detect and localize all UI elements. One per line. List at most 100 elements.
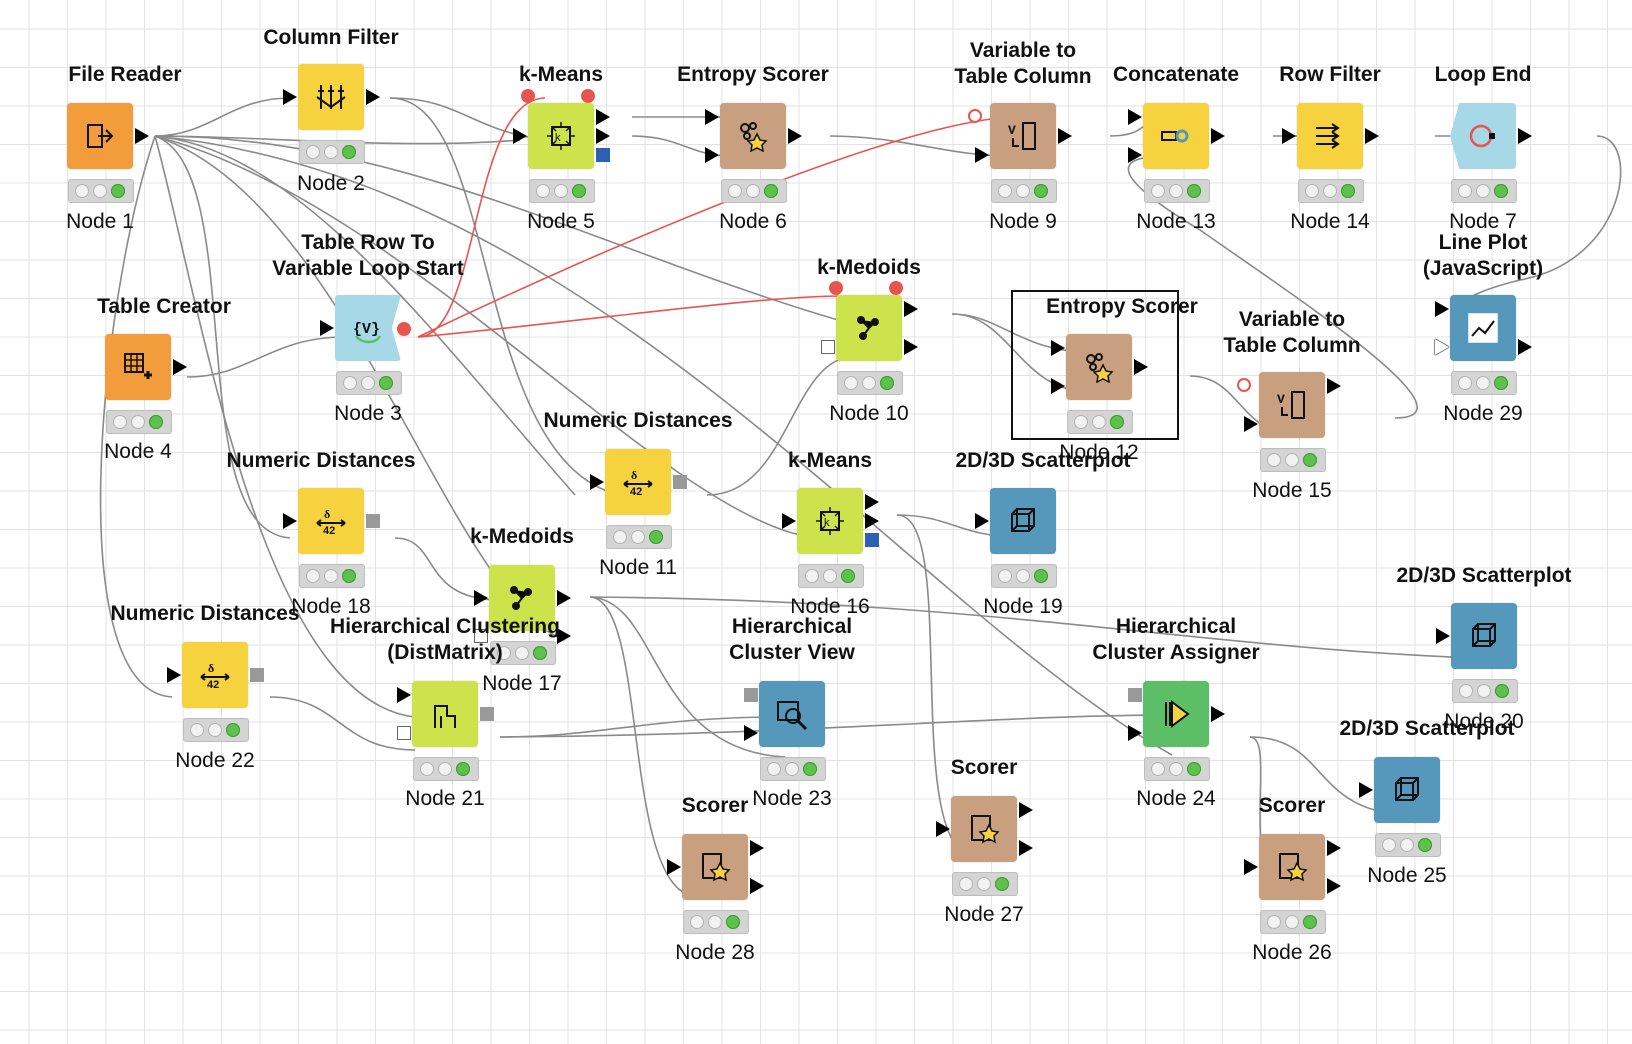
input-port[interactable] [975,513,989,529]
input-port[interactable] [705,109,719,125]
input-port[interactable] [667,859,681,875]
flow-variable-port[interactable] [889,281,903,295]
input-port[interactable] [936,821,950,837]
node-id-label[interactable]: Node 15 [1252,479,1332,502]
node-id-label[interactable]: Node 14 [1290,210,1370,233]
node-title[interactable]: Numeric Distances [226,449,416,472]
node-id-label[interactable]: Node 23 [752,787,832,810]
node-title[interactable]: Column Filter [263,26,399,49]
output-port[interactable] [865,513,879,529]
node-title[interactable]: Scorer [1258,794,1326,817]
node-title[interactable]: k-Means [518,63,604,86]
node-title[interactable]: Concatenate [1112,63,1240,86]
output-port[interactable] [1327,840,1341,856]
node-id-label[interactable]: Node 25 [1367,864,1447,887]
output-port[interactable] [366,514,380,528]
node-title[interactable]: k-Means [787,449,873,472]
input-port[interactable] [283,89,297,105]
node-title[interactable]: Line Plot (JavaScript) [1422,231,1544,280]
output-port[interactable] [1019,802,1033,818]
input-port[interactable] [1244,416,1258,432]
node-title[interactable]: Numeric Distances [543,409,733,432]
output-port[interactable] [135,128,149,144]
node-id-label[interactable]: Node 7 [1449,210,1517,233]
node-id-label[interactable]: Node 19 [983,595,1063,618]
output-port[interactable] [596,109,610,125]
input-port[interactable] [320,320,334,336]
input-port[interactable] [744,725,758,741]
node-n21-body[interactable] [412,681,478,747]
input-port[interactable] [1359,782,1373,798]
node-id-label[interactable]: Node 9 [989,210,1057,233]
input-port[interactable] [513,128,527,144]
output-port[interactable] [865,533,879,547]
input-port[interactable] [744,688,758,702]
node-title[interactable]: 2D/3D Scatterplot [1396,564,1572,587]
node-title[interactable]: k-Medoids [817,256,921,279]
input-port[interactable] [1435,339,1449,355]
node-title[interactable]: 2D/3D Scatterplot [1339,717,1515,740]
node-title[interactable]: Loop End [1434,63,1532,86]
output-port[interactable] [1365,128,1379,144]
input-port[interactable] [1128,109,1142,125]
node-id-label[interactable]: Node 27 [944,903,1024,926]
node-id-label[interactable]: Node 18 [291,595,371,618]
node-title[interactable]: Hierarchical Cluster View [729,615,855,664]
output-port[interactable] [1211,706,1225,722]
node-id-label[interactable]: Node 24 [1136,787,1216,810]
node-title[interactable]: Variable to Table Column [954,39,1092,88]
node-id-label[interactable]: Node 6 [719,210,787,233]
node-title[interactable]: Row Filter [1279,63,1381,86]
node-n25-body[interactable] [1374,757,1440,823]
output-port[interactable] [1058,128,1072,144]
output-port[interactable] [1327,378,1341,394]
output-port[interactable] [1518,339,1532,355]
node-id-label[interactable]: Node 29 [1443,402,1523,425]
input-port[interactable] [590,474,604,490]
node-title[interactable]: Table Row To Variable Loop Start [272,231,464,280]
input-port[interactable] [1128,725,1142,741]
flow-variable-port[interactable] [1237,378,1251,392]
output-port[interactable] [673,475,687,489]
input-port[interactable] [1435,301,1449,317]
node-title[interactable]: Entropy Scorer [1046,295,1198,318]
output-port[interactable] [1211,128,1225,144]
flow-variable-port[interactable] [581,89,595,103]
node-id-label[interactable]: Node 4 [104,440,172,463]
node-n12-body[interactable] [1066,334,1132,400]
node-id-label[interactable]: Node 11 [599,556,677,579]
input-port[interactable] [283,513,297,529]
node-title[interactable]: Table Creator [97,295,231,318]
node-n13-body[interactable] [1143,103,1209,169]
flow-variable-port[interactable] [829,281,843,295]
node-id-label[interactable]: Node 17 [482,672,562,695]
input-port[interactable] [474,590,488,606]
output-port[interactable] [480,707,494,721]
flow-variable-port[interactable] [397,322,411,336]
node-id-label[interactable]: Node 1 [66,210,134,233]
node-id-label[interactable]: Node 10 [829,402,909,425]
node-id-label[interactable]: Node 13 [1136,210,1216,233]
node-n16-body[interactable]: k [797,488,863,554]
input-port[interactable] [474,629,488,643]
output-port[interactable] [250,668,264,682]
node-n2-body[interactable] [298,64,364,130]
node-title[interactable]: Scorer [950,756,1018,779]
input-port[interactable] [1128,688,1142,702]
output-port[interactable] [750,878,764,894]
node-n1-body[interactable] [67,103,133,169]
node-n6-body[interactable] [720,103,786,169]
input-port[interactable] [1244,859,1258,875]
input-port[interactable] [1436,628,1450,644]
output-port[interactable] [173,359,187,375]
node-n15-body[interactable]: V [1259,372,1325,438]
node-id-label[interactable]: Node 5 [527,210,595,233]
node-id-label[interactable]: Node 26 [1252,941,1332,964]
node-n24-body[interactable] [1143,681,1209,747]
input-port[interactable] [782,513,796,529]
output-port[interactable] [1518,128,1532,144]
output-port[interactable] [904,301,918,317]
node-title[interactable]: k-Medoids [470,525,574,548]
